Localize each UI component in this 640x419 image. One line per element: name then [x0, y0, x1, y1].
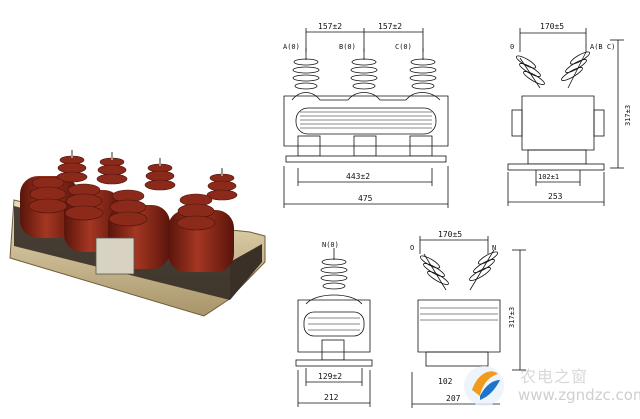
side-dim-mount: 102±1 — [538, 173, 559, 181]
phase-label-a: A(0) — [283, 43, 300, 51]
side-view-top — [507, 28, 624, 206]
side-view-bottom — [411, 236, 526, 408]
bsv-dim-mount: 102 — [438, 377, 453, 386]
side-dim-total: 253 — [548, 192, 563, 201]
front-view-bottom — [295, 248, 373, 407]
terminal-studs — [71, 150, 223, 176]
bottom-label-n: N(0) — [322, 241, 339, 249]
phase-label-c: C(0) — [395, 43, 412, 51]
front-view-top — [283, 28, 449, 208]
side-dim-top: 170±5 — [540, 22, 564, 31]
dim-total-width: 475 — [358, 194, 373, 203]
bsv-dim-top: 170±5 — [438, 230, 462, 239]
side-bushings — [515, 51, 591, 89]
side-label-abc: A(B C) — [590, 43, 615, 51]
dim-spacing-1: 157±2 — [318, 22, 342, 31]
side-label-o: 0 — [510, 43, 514, 51]
front-bushings — [292, 48, 437, 90]
bottom-dim-total: 212 — [324, 393, 339, 402]
dim-spacing-2: 157±2 — [378, 22, 402, 31]
phase-label-b: B(0) — [339, 43, 356, 51]
bsv-label-o: O — [410, 244, 414, 252]
transformer-photo — [9, 150, 266, 317]
bsv-dim-total: 207 — [446, 394, 461, 403]
bsv-dim-height: 317±3 — [508, 307, 516, 328]
watermark-url: www.zgndzc.com — [518, 386, 640, 404]
watermark-brand: 农电之窗 — [520, 367, 589, 386]
side-dim-height: 317±3 — [624, 105, 632, 126]
name-plate — [95, 237, 135, 275]
bsv-label-n: N — [492, 244, 496, 252]
dim-mount-width: 443±2 — [346, 172, 370, 181]
watermark-logo — [464, 366, 504, 406]
bottom-dim-mount: 129±2 — [318, 372, 342, 381]
